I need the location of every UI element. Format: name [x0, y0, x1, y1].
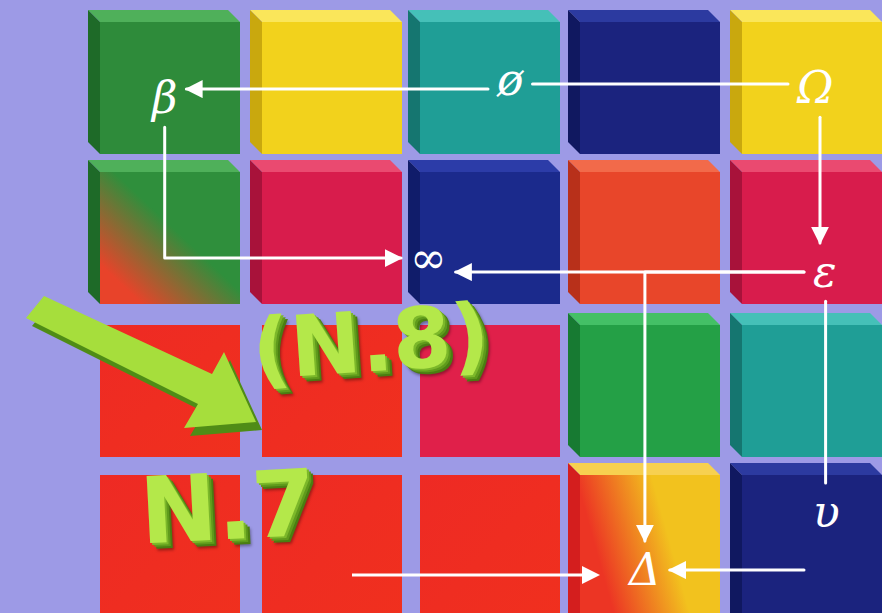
block-side — [730, 10, 742, 154]
white-connector — [670, 569, 804, 572]
greek-symbol: β — [152, 75, 177, 121]
block-side — [568, 10, 580, 154]
white-connector — [186, 88, 488, 91]
symbol-block: β — [146, 72, 183, 124]
white-connector — [824, 301, 827, 483]
block-side — [408, 160, 420, 304]
greek-symbol: ∞ — [410, 235, 447, 281]
symbol-block: Δ — [623, 544, 667, 596]
block-face — [580, 325, 720, 457]
block-side — [88, 10, 100, 154]
block-side — [730, 313, 742, 457]
block-top — [730, 463, 882, 475]
block-side — [568, 463, 580, 613]
block-face — [742, 325, 882, 457]
block-face — [580, 172, 720, 304]
greek-symbol: Ω — [797, 65, 833, 111]
block-top — [730, 313, 882, 325]
white-connector — [533, 83, 789, 86]
white-connector — [819, 117, 822, 243]
block-side — [250, 10, 262, 154]
block-top — [730, 160, 882, 172]
color-blocks — [88, 10, 882, 613]
block-top — [568, 160, 720, 172]
block-top — [408, 160, 560, 172]
block-top — [250, 160, 402, 172]
block-face — [742, 22, 882, 154]
symbol-block: ø — [491, 54, 530, 106]
block-top — [250, 10, 402, 22]
block-side — [250, 160, 262, 304]
white-connector — [165, 127, 401, 258]
block-face — [100, 172, 240, 304]
block-face — [262, 172, 402, 304]
block-side — [568, 313, 580, 457]
block-side — [730, 463, 742, 613]
block-top — [730, 10, 882, 22]
symbol-block: ∞ — [404, 232, 453, 284]
block-face — [742, 475, 882, 613]
greek-symbol: Δ — [629, 547, 661, 593]
block-face — [420, 475, 560, 613]
green-3d-label: N.7 — [138, 457, 319, 558]
block-top — [568, 10, 720, 22]
block-face — [580, 22, 720, 154]
block-face — [580, 475, 720, 613]
white-connector — [645, 272, 804, 541]
block-face — [742, 172, 882, 304]
block-top — [408, 10, 560, 22]
symbol-block: Ω — [791, 62, 839, 114]
block-side — [730, 160, 742, 304]
green-3d-label: (N.8) — [249, 292, 492, 392]
block-side — [88, 160, 100, 304]
block-side — [568, 160, 580, 304]
symbol-block: υ — [807, 486, 846, 538]
green-pointer-arrow — [26, 296, 262, 436]
block-top — [88, 10, 240, 22]
greek-symbol: ø — [497, 57, 524, 103]
block-side — [408, 10, 420, 154]
label-arrow — [352, 566, 600, 584]
symbol-block: ε — [807, 246, 843, 298]
greek-symbol: υ — [813, 489, 840, 535]
greek-symbol: ε — [813, 249, 837, 295]
